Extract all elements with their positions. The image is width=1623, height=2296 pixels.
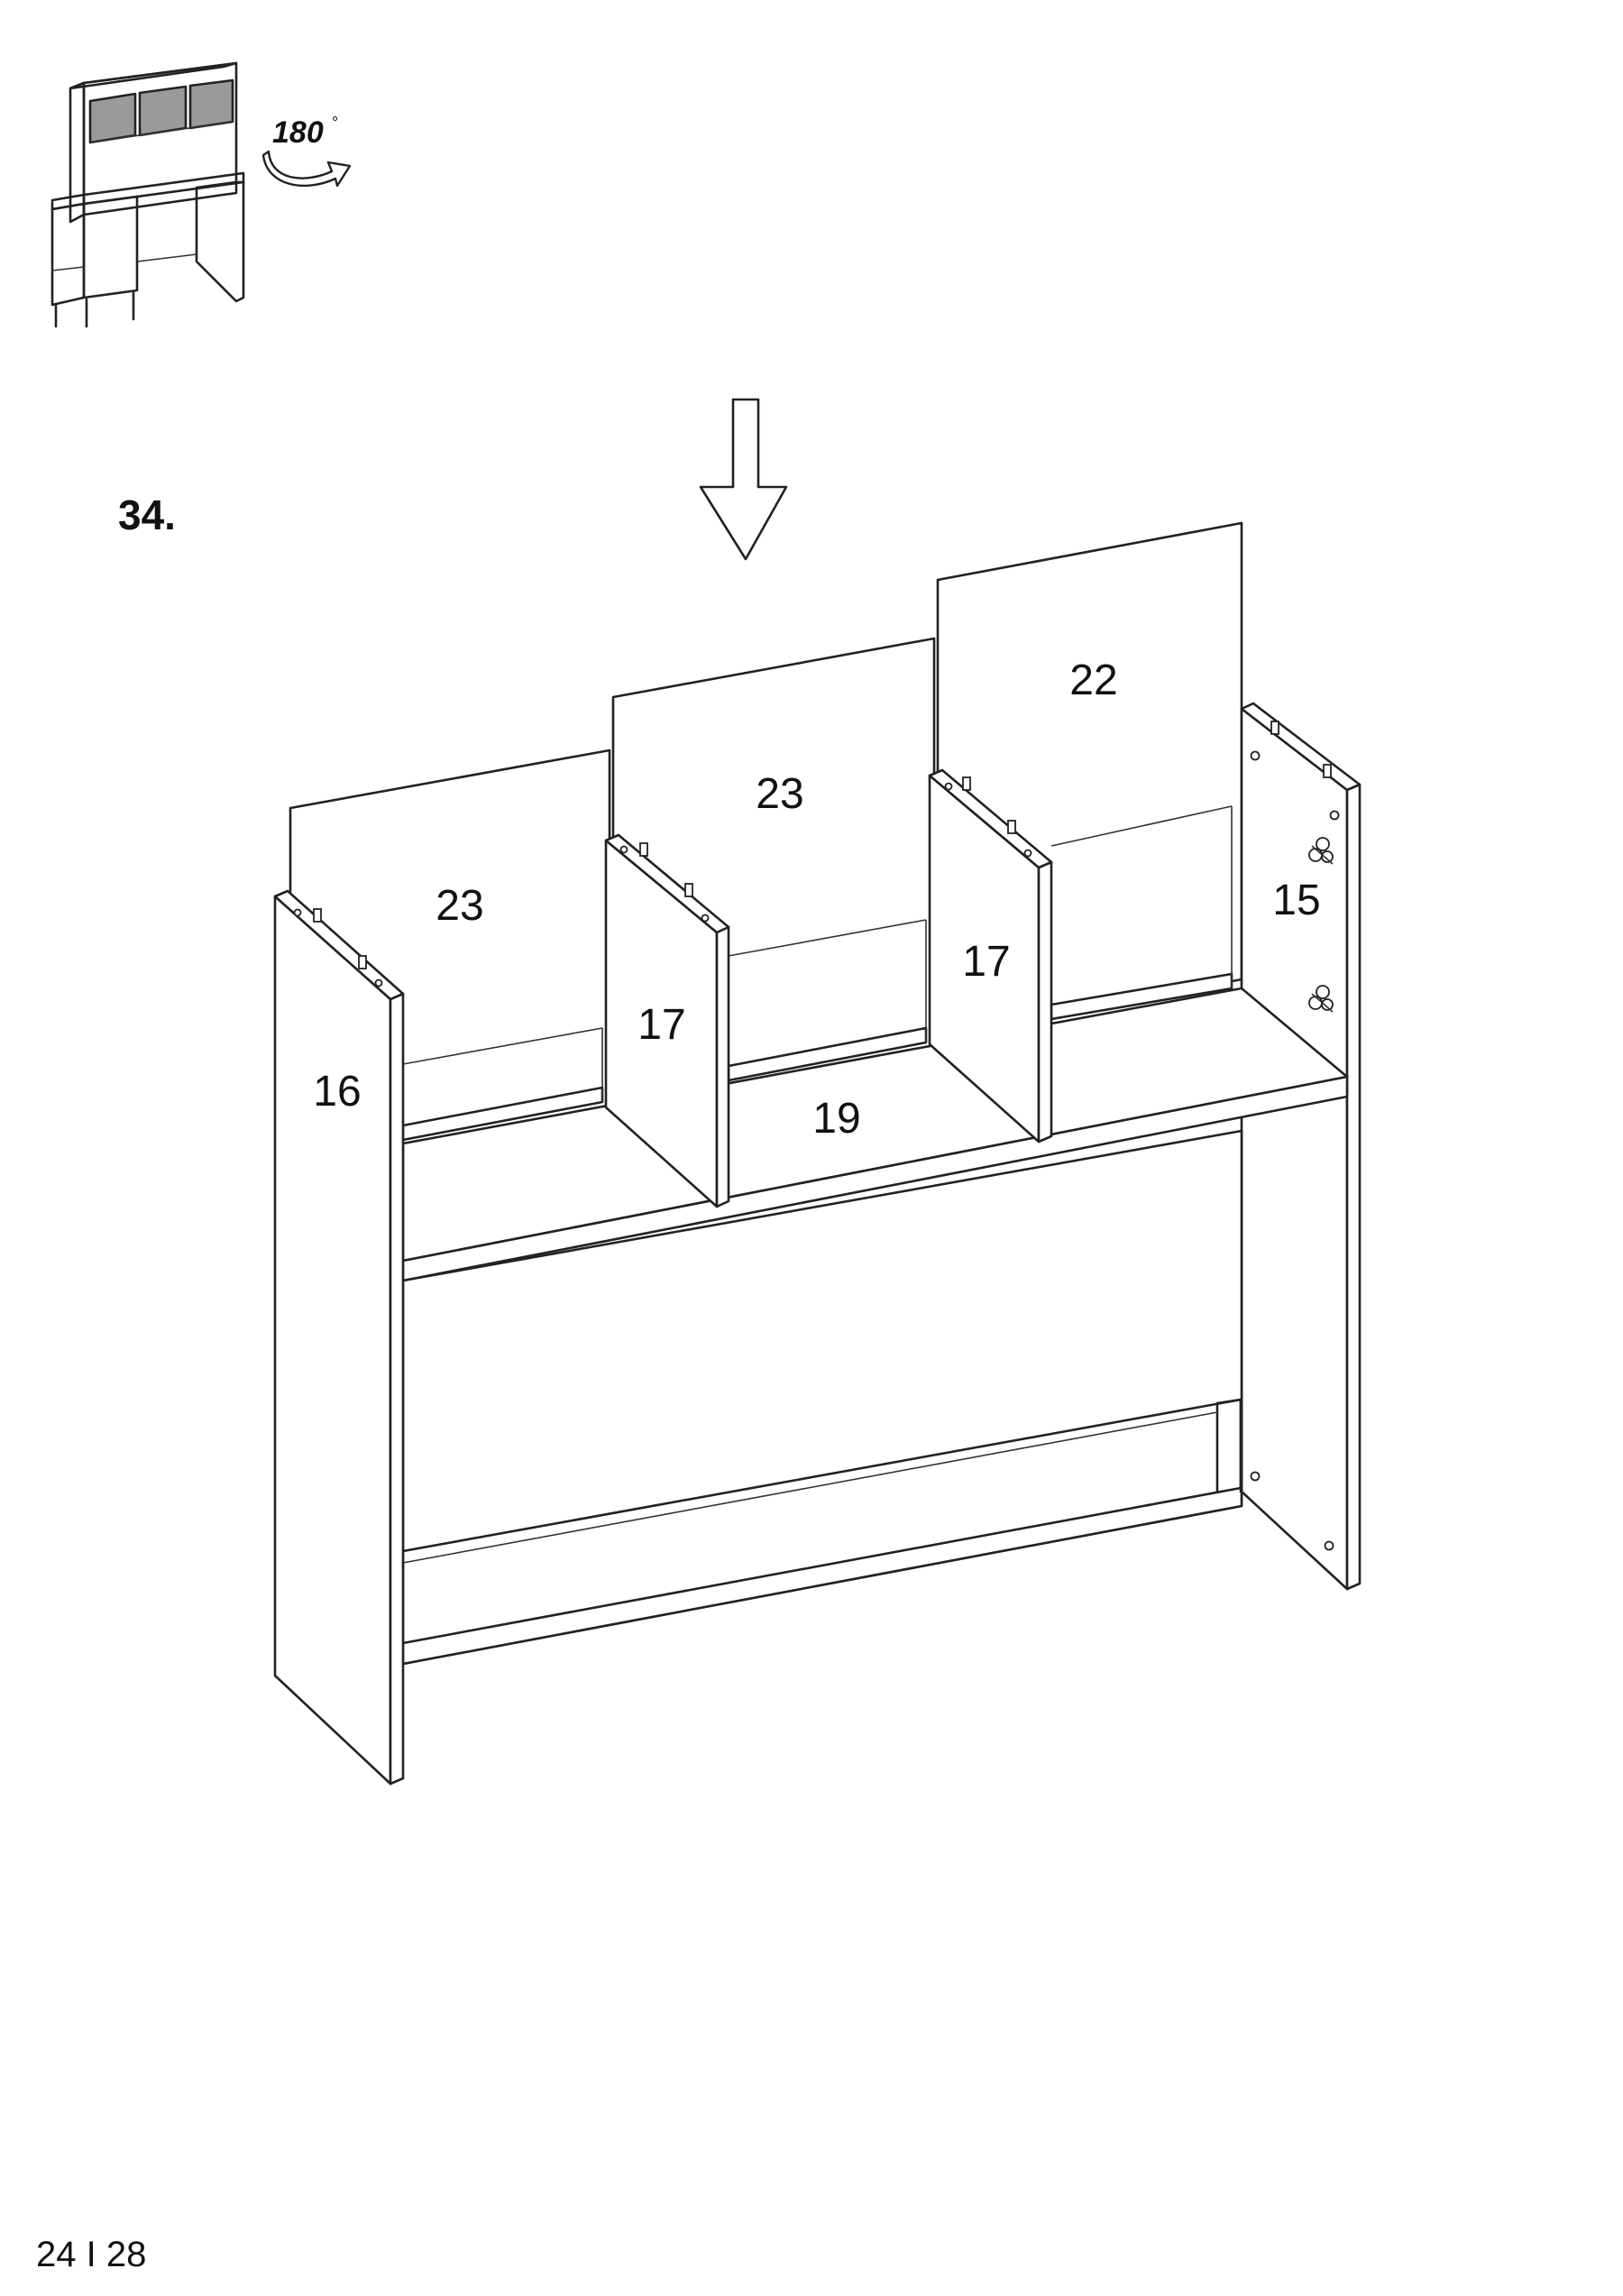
rotate-arrow-icon (261, 150, 352, 188)
part-label-17-right: 17 (962, 938, 1010, 986)
part-label-23-middle: 23 (756, 770, 803, 818)
part-label-16: 16 (313, 1068, 361, 1116)
cam-fitting-icon (1308, 837, 1334, 865)
insert-down-arrow-icon (699, 398, 788, 561)
side-panel-15 (1240, 707, 1349, 1591)
page-total: 28 (105, 2235, 147, 2274)
part-label-15: 15 (1272, 877, 1320, 924)
degree-symbol: ° (332, 114, 338, 132)
step-number: 34. (118, 491, 176, 538)
part-label-23-left: 23 (436, 882, 483, 930)
hutch-assembly: 22 23 23 15 17 17 19 16 (273, 521, 1362, 1786)
overview-thumbnail (50, 61, 245, 328)
part-label-19: 19 (812, 1095, 860, 1143)
rotation-label: 180 (272, 115, 324, 150)
page-current: 24 (36, 2235, 77, 2274)
rotate-180-indicator: 180 ° (261, 114, 352, 188)
part-label-17-left: 17 (637, 1001, 685, 1049)
side-panel-16 (273, 895, 392, 1786)
part-label-22: 22 (1069, 657, 1117, 704)
page-separator: I (86, 2235, 96, 2274)
cam-fitting-icon (1308, 985, 1334, 1013)
page-number: 24 I 28 (36, 2235, 146, 2275)
